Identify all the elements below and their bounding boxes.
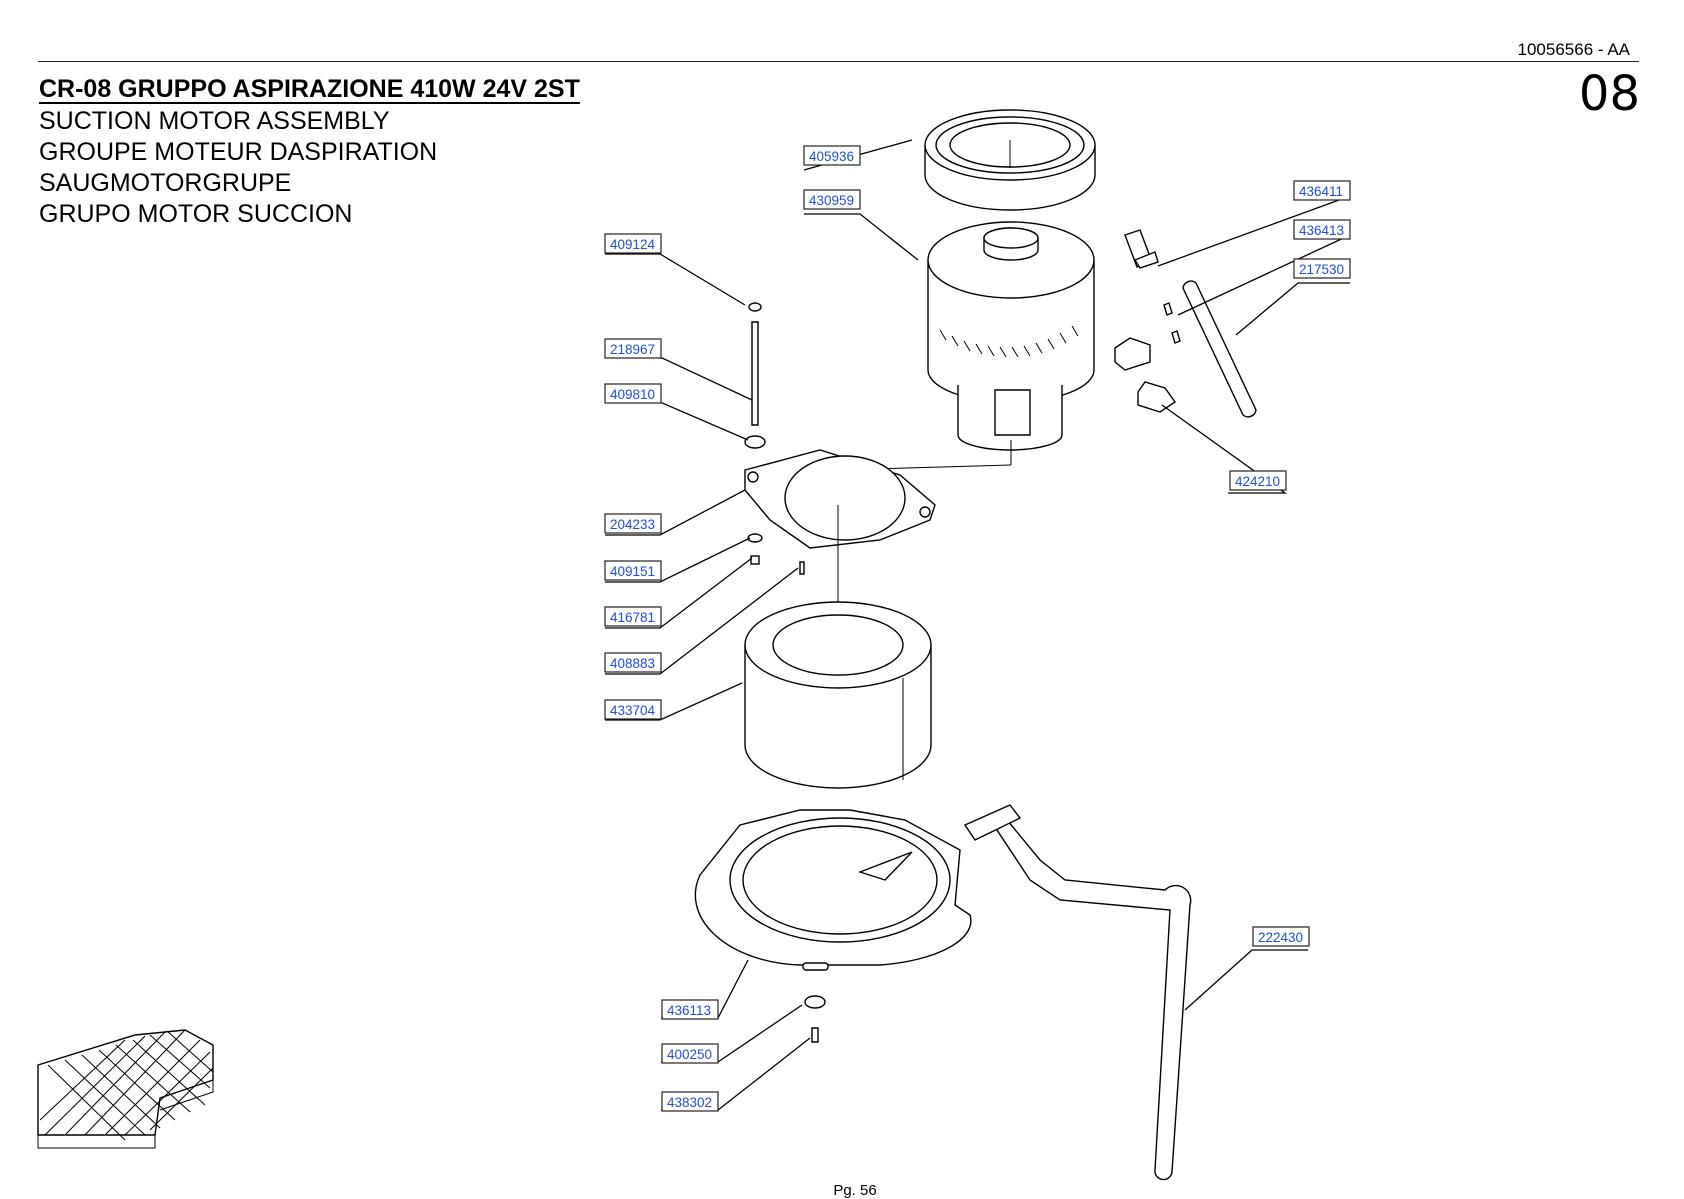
exhaust-pipe-part [963, 804, 1192, 1181]
label-409810[interactable]: 409810 [604, 383, 662, 404]
label-436411[interactable]: 436411 [1293, 180, 1351, 201]
svg-text:409124: 409124 [610, 237, 656, 252]
title-spanish: GRUPO MOTOR SUCCION [39, 200, 353, 228]
svg-text:409810: 409810 [610, 387, 655, 402]
label-408883[interactable]: 408883 [604, 652, 662, 673]
label-222430[interactable]: 222430 [1252, 926, 1310, 947]
motor-flange-part [744, 449, 936, 680]
header-rule [38, 61, 1639, 62]
svg-text:409151: 409151 [610, 564, 655, 579]
svg-text:405936: 405936 [809, 149, 854, 164]
label-409124[interactable]: 409124 [604, 233, 662, 254]
label-436113[interactable]: 436113 [661, 999, 719, 1020]
svg-text:436113: 436113 [667, 1003, 711, 1018]
insulation-part [744, 601, 932, 789]
title-english: SUCTION MOTOR ASSEMBLY [39, 107, 390, 135]
svg-text:400250: 400250 [667, 1047, 712, 1062]
label-424210[interactable]: 424210 [1229, 470, 1287, 491]
title-german: SAUGMOTORGRUPE [39, 169, 292, 197]
motor-support-part [694, 809, 972, 971]
svg-text:204233: 204233 [610, 517, 655, 532]
label-430959[interactable]: 430959 [803, 189, 861, 210]
support-hardware-part [804, 995, 826, 1043]
svg-text:217530: 217530 [1299, 262, 1344, 277]
label-438302[interactable]: 438302 [661, 1091, 719, 1112]
svg-text:436413: 436413 [1299, 223, 1344, 238]
svg-text:408883: 408883 [610, 656, 655, 671]
document-code: 10056566 - AA [1517, 40, 1630, 59]
page-title: CR-08 GRUPPO ASPIRAZIONE 410W 24V 2ST [39, 75, 580, 103]
svg-text:424210: 424210 [1235, 474, 1280, 489]
svg-text:438302: 438302 [667, 1095, 712, 1110]
label-217530[interactable]: 217530 [1293, 258, 1351, 279]
label-433704[interactable]: 433704 [604, 699, 662, 720]
title-block: CR-08 GRUPPO ASPIRAZIONE 410W 24V 2ST SU… [39, 75, 580, 230]
label-400250[interactable]: 400250 [661, 1043, 719, 1064]
hardware-part [747, 533, 805, 575]
svg-text:222430: 222430 [1258, 930, 1303, 945]
suction-motor-part [837, 221, 1095, 495]
label-409151[interactable]: 409151 [604, 560, 662, 581]
svg-text:433704: 433704 [610, 703, 656, 718]
svg-text:436411: 436411 [1299, 184, 1343, 199]
label-218967[interactable]: 218967 [604, 338, 662, 359]
section-number: 08 [1578, 66, 1640, 122]
label-416781[interactable]: 416781 [604, 606, 662, 627]
svg-text:218967: 218967 [610, 342, 655, 357]
label-436413[interactable]: 436413 [1293, 219, 1351, 240]
connector-part [1124, 229, 1181, 344]
brush-holder-part [1114, 337, 1176, 413]
gasket-ring-part [924, 109, 1096, 211]
front-direction-arrow-icon [37, 1029, 214, 1149]
rod-assembly-part [744, 302, 766, 449]
label-204233[interactable]: 204233 [604, 513, 662, 534]
svg-text:416781: 416781 [610, 610, 655, 625]
svg-text:430959: 430959 [809, 193, 854, 208]
title-french: GROUPE MOTEUR DASPIRATION [39, 138, 438, 166]
label-405936[interactable]: 405936 [803, 145, 861, 166]
hose-part [1182, 280, 1257, 418]
